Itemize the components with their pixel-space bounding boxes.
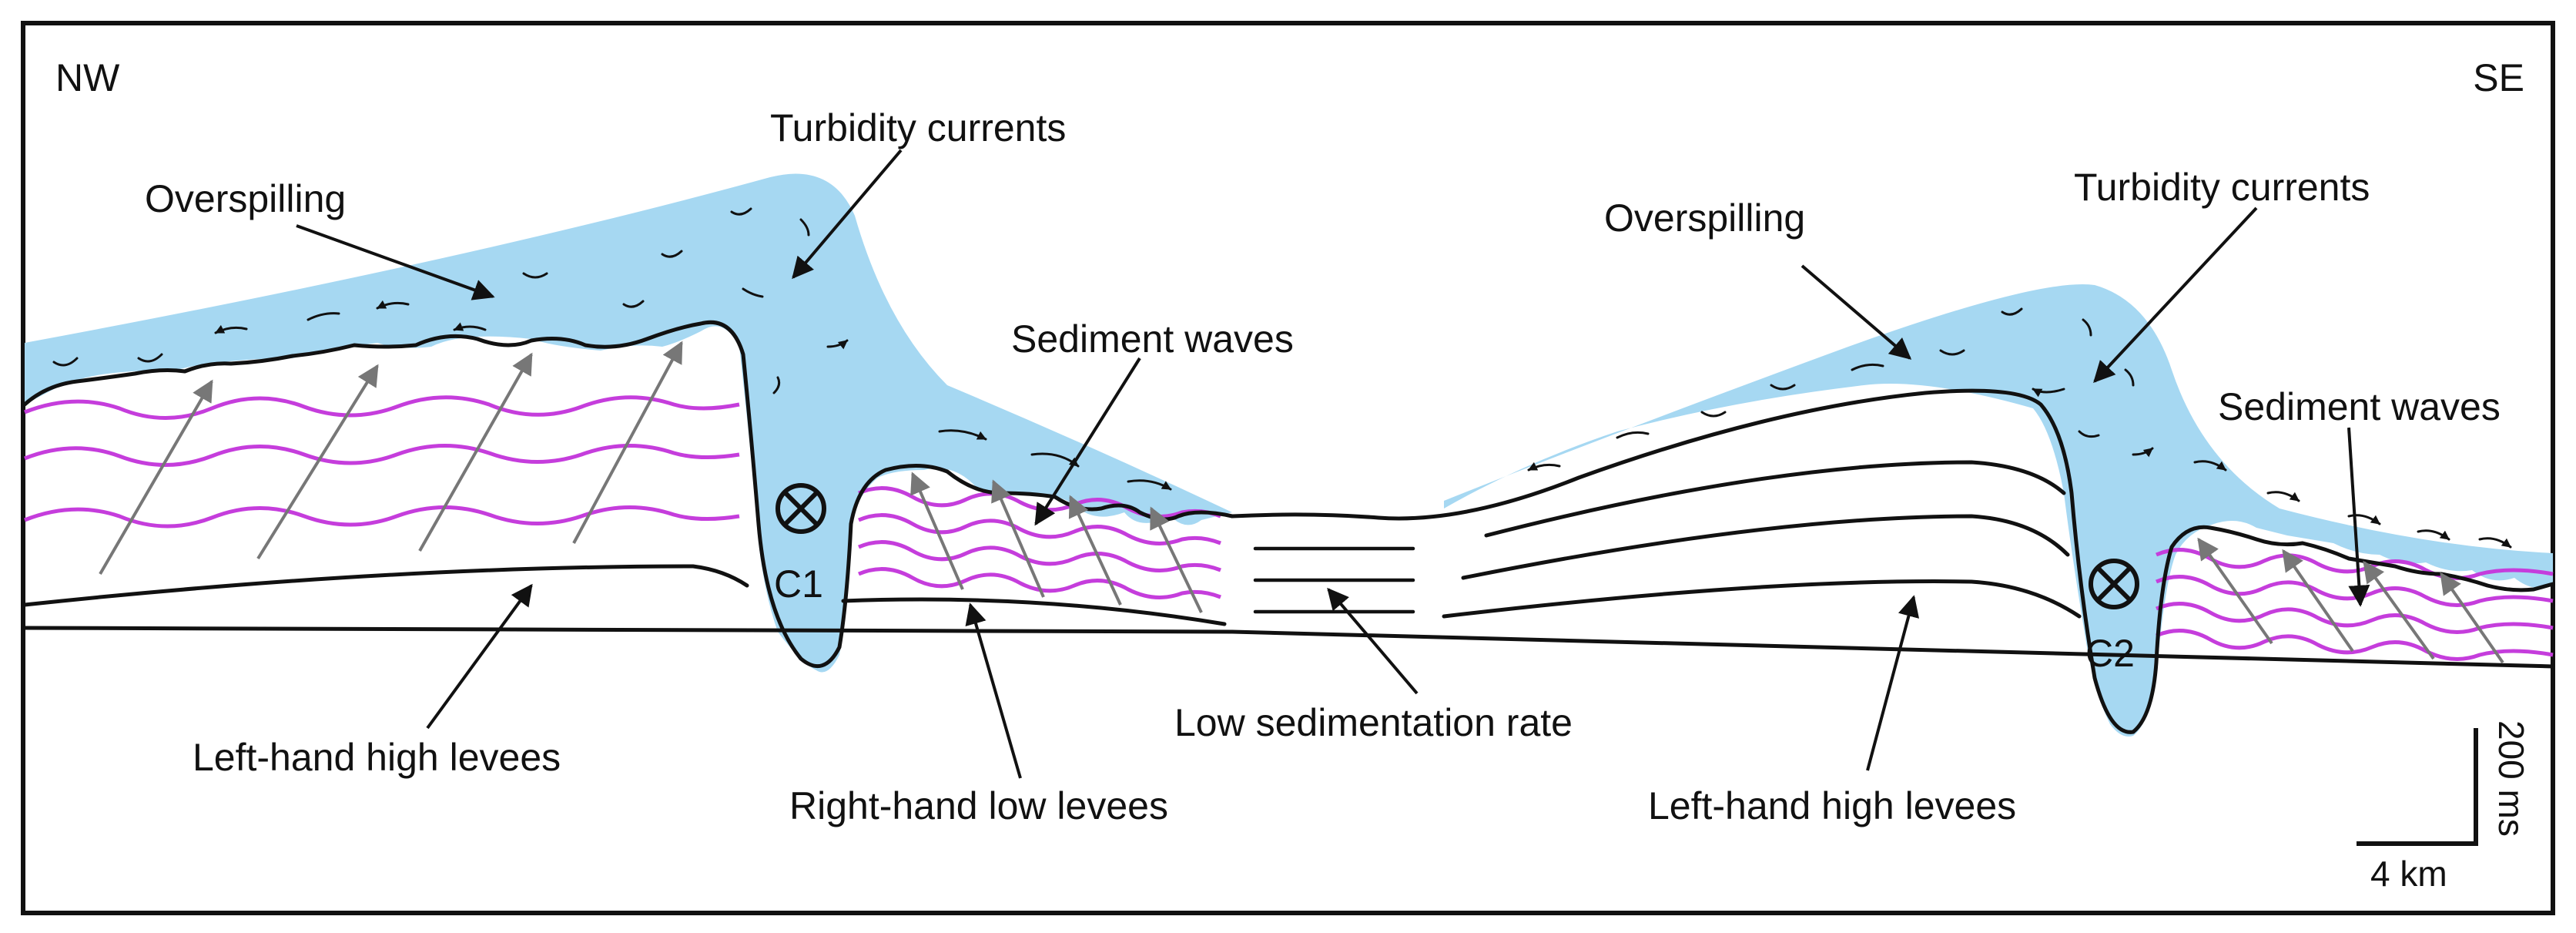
channel-c1-symbol: [775, 483, 826, 534]
label-right-low-levees: Right-hand low levees: [789, 784, 1168, 827]
flow-direction-ticks: [52, 207, 2512, 549]
label-left-high-levees-2: Left-hand high levees: [1648, 784, 2016, 827]
label-turbidity-left: Turbidity currents: [770, 106, 1066, 149]
label-left-high-levees-1: Left-hand high levees: [193, 736, 561, 779]
label-overspilling-right: Overspilling: [1604, 196, 1805, 240]
stratigraphic-outlines: [22, 320, 2555, 734]
orientation-nw: NW: [55, 56, 120, 99]
diagram-frame: [21, 21, 2555, 915]
label-overspilling-left: Overspilling: [145, 177, 346, 220]
label-low-sedimentation: Low sedimentation rate: [1174, 701, 1573, 744]
scale-vertical-label: 200 ms: [2491, 720, 2531, 837]
scale-horizontal-label: 4 km: [2370, 854, 2447, 894]
label-c2: C2: [2085, 632, 2135, 675]
label-sediment-waves-mid: Sediment waves: [1011, 317, 1294, 361]
sediment-waves-left: [24, 395, 740, 529]
label-pointers: [296, 149, 2370, 779]
label-c1: C1: [774, 562, 823, 606]
label-sediment-waves-right: Sediment waves: [2218, 385, 2501, 428]
turbidity-flow-left: [25, 173, 1232, 673]
growth-arrows: [99, 341, 2504, 664]
label-turbidity-right: Turbidity currents: [2074, 166, 2370, 209]
scale-bar: 200 ms 4 km: [2357, 720, 2531, 894]
turbidity-flow-right: [1444, 284, 2553, 737]
orientation-se: SE: [2473, 56, 2524, 99]
channel-c2-symbol: [2089, 559, 2139, 609]
